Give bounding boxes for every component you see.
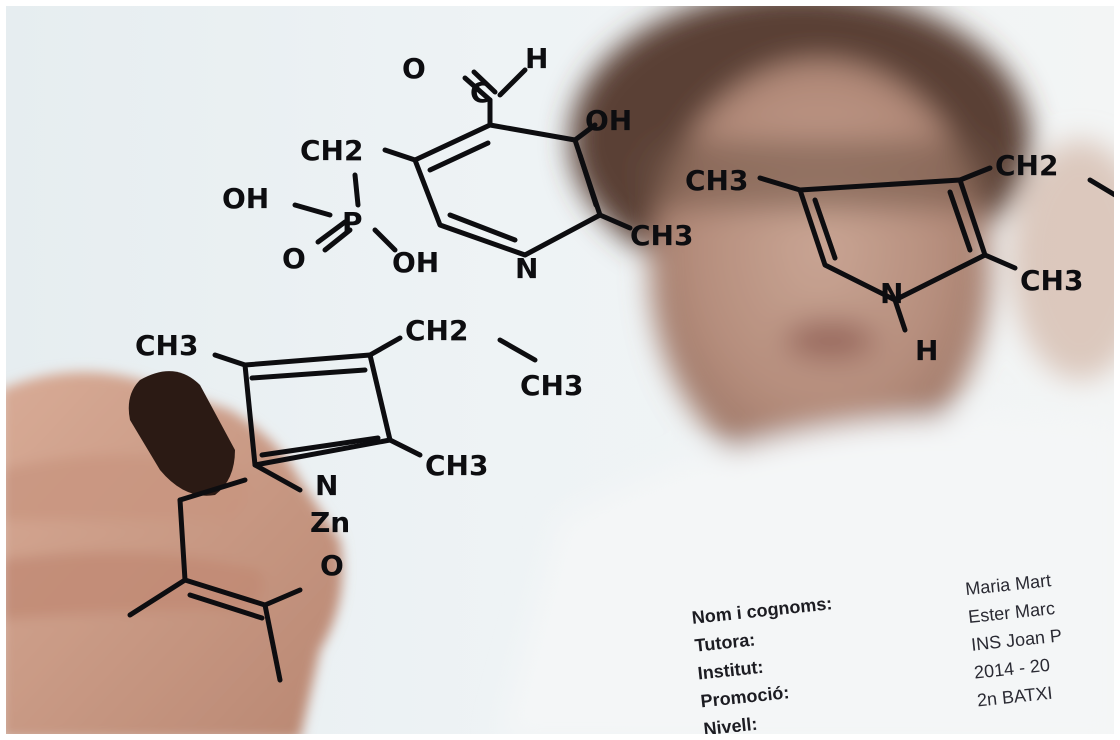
info-label-tutor: Tutora:: [693, 629, 757, 656]
label-top-h-aldehyde: H: [525, 42, 548, 75]
label-top-n-ring: N: [515, 252, 538, 285]
label-right-h: H: [915, 334, 938, 367]
label-bottom-zn: Zn: [310, 506, 350, 539]
label-top-ch3-ring: CH3: [630, 219, 693, 252]
label-top-p: P: [342, 206, 363, 239]
label-bottom-n: N: [315, 469, 338, 502]
info-value-tutor: Ester Marc: [967, 597, 1056, 627]
info-value-institute: INS Joan P: [970, 625, 1063, 655]
label-top-o-aldehyde: O: [402, 52, 426, 85]
info-value-name: Maria Mart: [964, 570, 1052, 600]
label-bottom-ch2: CH2: [405, 314, 468, 347]
chemical-structures: O H C OH CH2 CH3 OH P O OH N CH3 CH2 CH3…: [127, 42, 1118, 683]
label-top-o-p: O: [282, 242, 306, 275]
right-molecule: [757, 165, 1118, 333]
top-molecule: [292, 67, 633, 258]
label-right-ch2: CH2: [995, 149, 1058, 182]
label-bottom-ch3-ring: CH3: [425, 449, 488, 482]
bottom-molecule: [127, 335, 538, 683]
label-top-oh-left: OH: [222, 182, 269, 215]
info-value-promotion: 2014 - 20: [973, 654, 1051, 683]
label-right-ch3-bottom: CH3: [1020, 264, 1083, 297]
info-label-promotion: Promoció:: [699, 682, 791, 712]
label-top-oh-ring: OH: [585, 104, 632, 137]
label-right-n: N: [880, 277, 903, 310]
label-bottom-o: O: [320, 549, 344, 582]
info-label-institute: Institut:: [696, 656, 765, 684]
label-bottom-ch3-end: CH3: [520, 369, 583, 402]
person-background: [500, 0, 1120, 740]
label-bottom-ch3-top: CH3: [135, 329, 198, 362]
label-top-c-aldehyde: C: [470, 76, 491, 109]
label-top-ch2: CH2: [300, 134, 363, 167]
label-top-oh-p: OH: [392, 246, 439, 279]
label-right-ch3-left: CH3: [685, 164, 748, 197]
info-label-name: Nom i cognoms:: [690, 593, 834, 628]
hand-with-marker: [0, 371, 343, 740]
